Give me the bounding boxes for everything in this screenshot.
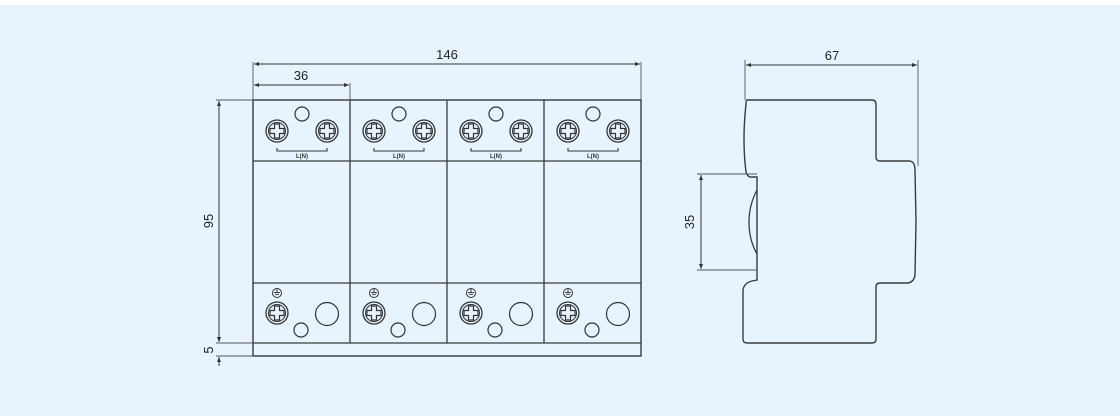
pole: L(N)	[459, 106, 534, 338]
terminal-bracket	[567, 148, 619, 152]
small-hole	[293, 322, 309, 338]
dim-depth: 67	[825, 48, 839, 63]
small-hole	[487, 322, 503, 338]
large-hole	[314, 301, 340, 327]
side-view	[742, 99, 917, 344]
technical-drawing: L(N) L(N) L(N) L(N) 146 36 95 5 67	[201, 47, 919, 366]
terminal-screw-icon	[556, 119, 580, 143]
earth-ground-icon	[563, 288, 573, 298]
indicator-hole	[391, 106, 407, 122]
earth-ground-icon	[369, 288, 379, 298]
din-clip-curve	[748, 189, 758, 255]
ground-screw-icon	[459, 301, 483, 325]
dim-overall-width: 146	[436, 47, 458, 62]
terminal-screw-icon	[265, 119, 289, 143]
pole: L(N)	[265, 106, 340, 338]
indicator-hole	[488, 106, 504, 122]
indicator-hole	[294, 106, 310, 122]
side-body-outline	[742, 99, 917, 344]
earth-ground-icon	[272, 288, 282, 298]
dim-pole-width: 36	[294, 68, 308, 83]
terminal-bracket	[373, 148, 425, 152]
terminal-screw-icon	[509, 119, 533, 143]
terminal-screw-icon	[412, 119, 436, 143]
terminal-screw-icon	[606, 119, 630, 143]
small-hole	[584, 322, 600, 338]
terminal-label: L(N)	[393, 154, 405, 160]
ground-screw-icon	[556, 301, 580, 325]
drawing-canvas: L(N) L(N) L(N) L(N) 146 36 95 5 67	[0, 5, 1120, 416]
ground-screw-icon	[265, 301, 289, 325]
large-hole	[411, 301, 437, 327]
pole: L(N)	[362, 106, 437, 338]
terminal-bracket	[470, 148, 522, 152]
terminal-label: L(N)	[296, 154, 308, 160]
terminal-label: L(N)	[587, 154, 599, 160]
indicator-hole	[585, 106, 601, 122]
dim-base-height: 5	[201, 346, 216, 353]
dim-height: 95	[201, 214, 216, 228]
side-dimensions: 67 35	[682, 48, 919, 271]
ground-screw-icon	[362, 301, 386, 325]
terminal-label: L(N)	[490, 154, 502, 160]
earth-ground-icon	[466, 288, 476, 298]
terminal-screw-icon	[459, 119, 483, 143]
small-hole	[390, 322, 406, 338]
terminal-screw-icon	[362, 119, 386, 143]
large-hole	[508, 301, 534, 327]
terminal-screw-icon	[315, 119, 339, 143]
front-dimensions: 146 36 95 5	[201, 47, 642, 366]
large-hole	[605, 301, 631, 327]
front-view: L(N) L(N) L(N) L(N)	[252, 99, 642, 357]
dim-din-rail: 35	[682, 215, 697, 229]
pole: L(N)	[556, 106, 631, 338]
terminal-bracket	[276, 148, 328, 152]
